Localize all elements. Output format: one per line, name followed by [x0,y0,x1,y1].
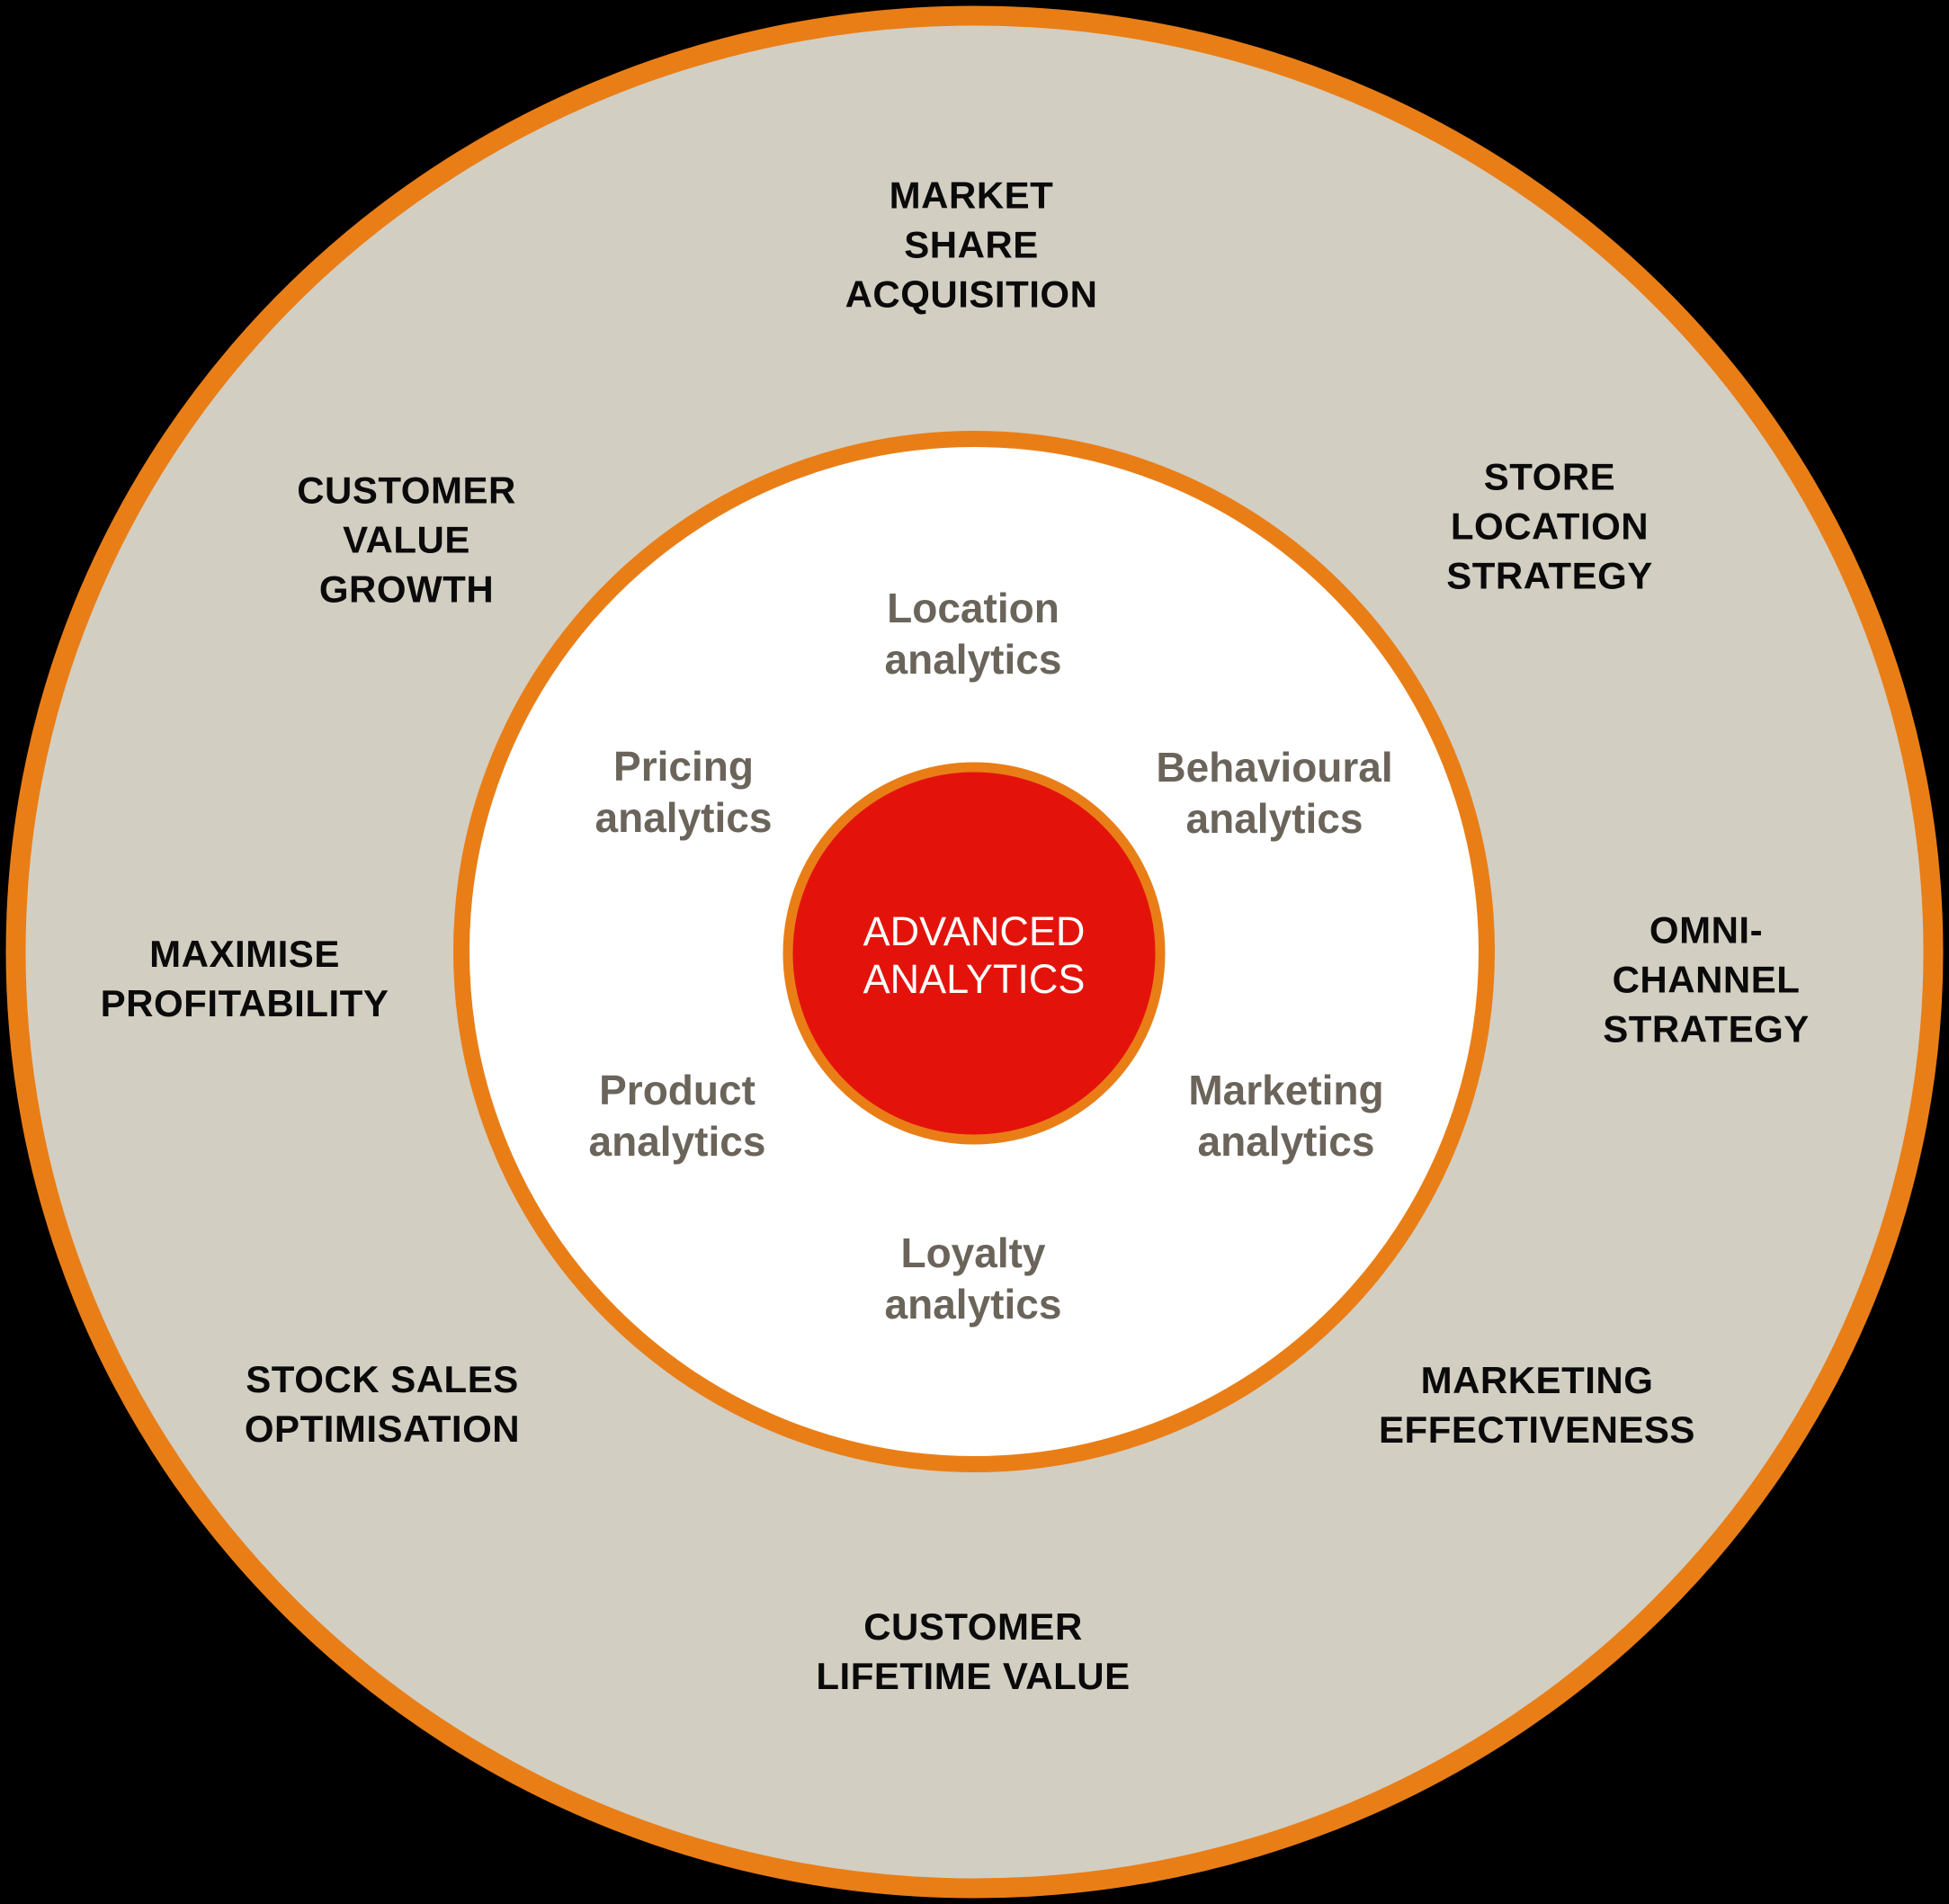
outer-label-customer-value-growth: CUSTOMER VALUE GROWTH [297,469,516,611]
inner-label-loyalty-analytics: Loyalty analytics [884,1229,1062,1327]
center-circle [782,762,1166,1145]
outer-label-stock-sales-optimisation: STOCK SALES OPTIMISATION [244,1358,521,1450]
inner-label-product-analytics: Product analytics [588,1067,766,1165]
inner-label-location-analytics: Location analytics [884,585,1062,683]
outer-label-maximise-profitability: MAXIMISE PROFITABILITY [100,933,389,1024]
outer-label-market-share-acquisition: MARKET SHARE ACQUISITION [845,174,1098,316]
inner-label-marketing-analytics: Marketing analytics [1188,1067,1384,1165]
outer-label-marketing-effectiveness: MARKETING EFFECTIVENESS [1379,1359,1695,1451]
inner-label-pricing-analytics: Pricing analytics [595,743,773,841]
center-label-advanced-analytics: ADVANCED ANALYTICS [863,908,1086,1002]
outer-label-store-location-strategy: STORE LOCATION STRATEGY [1446,455,1653,597]
inner-label-behavioural-analytics: Behavioural analytics [1156,744,1393,842]
outer-label-omni-channel-strategy: OMNI-CHANNEL STRATEGY [1603,908,1810,1050]
outer-label-customer-lifetime-value: CUSTOMER LIFETIME VALUE [816,1605,1131,1697]
